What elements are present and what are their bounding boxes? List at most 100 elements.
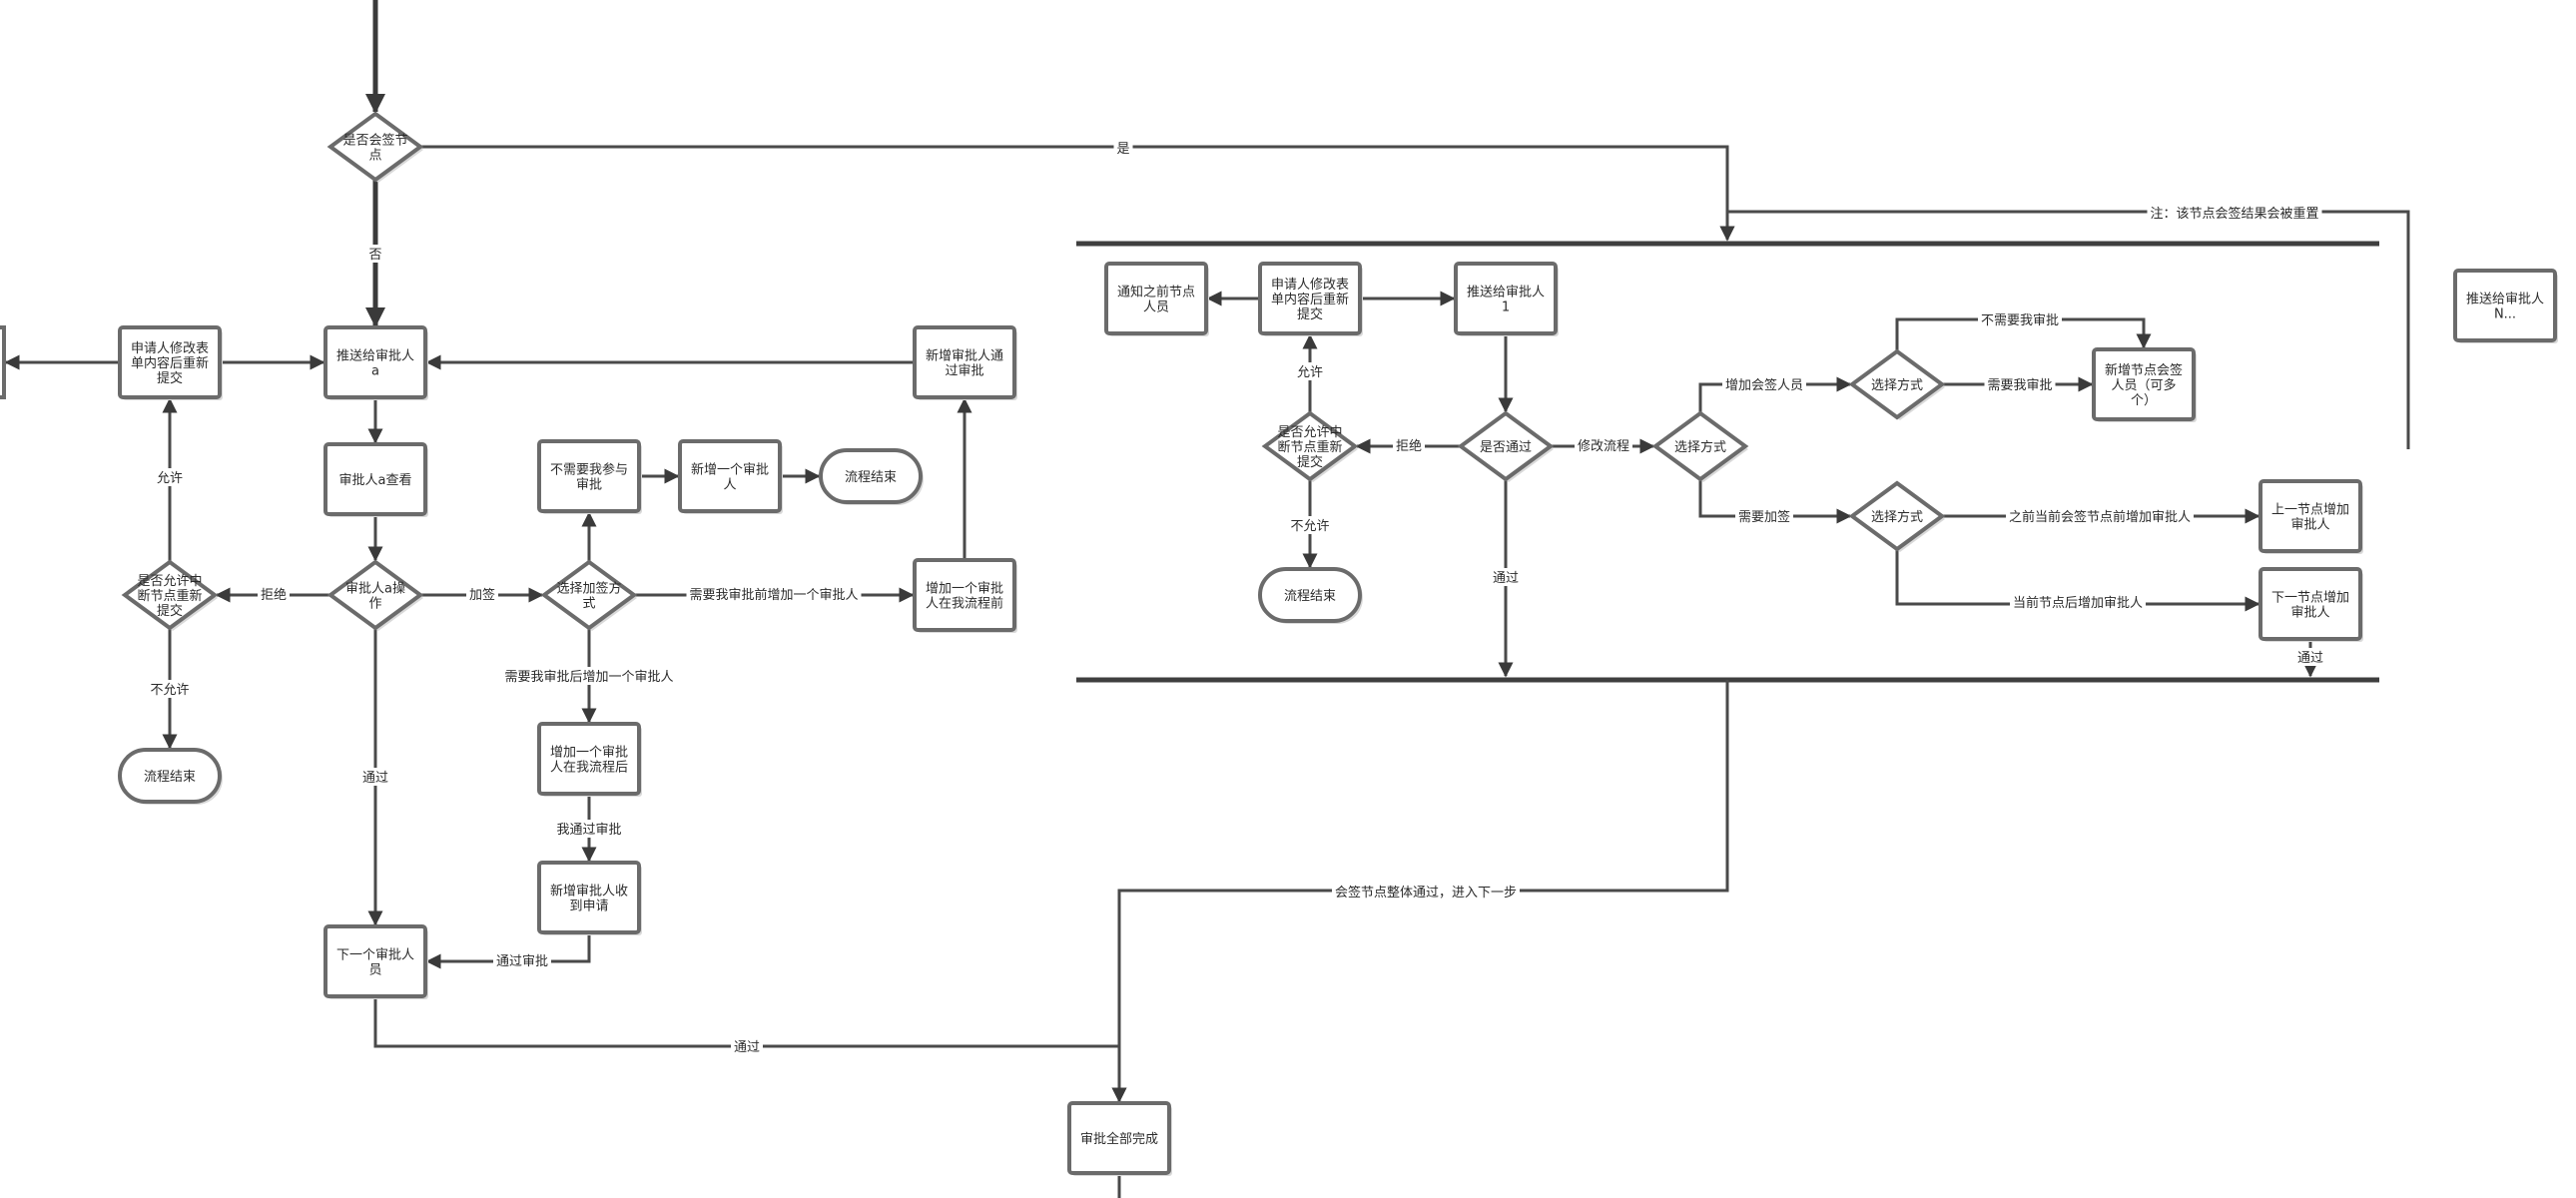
node-text-line: 审批全部完成 bbox=[1080, 1131, 1158, 1147]
edge-note bbox=[1719, 210, 2410, 449]
terminal-pill bbox=[118, 748, 222, 804]
node-text-line: 新增一个审批 bbox=[691, 462, 769, 478]
edge-label-allow-l: 允许 bbox=[154, 468, 186, 486]
node-text-line: 流程结束 bbox=[1284, 589, 1336, 604]
node-text-line: N... bbox=[2494, 307, 2516, 322]
node-text-line: 是否允许中 bbox=[137, 573, 202, 589]
node-text-line: 过审批 bbox=[945, 364, 983, 379]
node-text-line: 下一节点增加 bbox=[2271, 591, 2349, 606]
node-n-pn[interactable]: 推送给审批人N... bbox=[2453, 269, 2558, 343]
node-text-line: 个） bbox=[2131, 393, 2157, 408]
edge-label-need-me: 需要我审批 bbox=[1984, 375, 2056, 393]
node-text-line: 审批 bbox=[576, 478, 602, 493]
node-text-line: 增加一个审批 bbox=[926, 582, 1003, 597]
edge-label-pass-next: 通过 bbox=[2294, 648, 2326, 666]
edge-label-text: 通过 bbox=[1493, 571, 1519, 586]
node-text-line: 人在我流程后 bbox=[550, 761, 628, 776]
edge-label-text: 加签 bbox=[469, 587, 495, 603]
node-n-end-l[interactable]: 流程结束 bbox=[118, 748, 223, 805]
process-box bbox=[913, 558, 1016, 632]
node-text-line: 式 bbox=[582, 597, 595, 612]
edge-hq-yes bbox=[419, 145, 1735, 242]
edge-label-jq: 加签 bbox=[466, 585, 498, 603]
edge-label-add-hq: 增加会签人员 bbox=[1722, 375, 1806, 393]
process-box bbox=[323, 325, 427, 399]
node-text-line: 选择方式 bbox=[1871, 377, 1923, 393]
edge-label-text: 不需要我审批 bbox=[1981, 313, 2059, 328]
edge-label-text: 会签节点整体通过，进入下一步 bbox=[1335, 885, 1517, 900]
edge-label-need-before: 需要我审批前增加一个审批人 bbox=[686, 585, 862, 603]
decision-diamond bbox=[1457, 410, 1555, 482]
node-n-end-r[interactable]: 流程结束 bbox=[1258, 567, 1363, 624]
node-n-end-m[interactable]: 流程结束 bbox=[819, 448, 924, 505]
node-text-line: 审批人 bbox=[2290, 606, 2329, 621]
node-text-line: 不需要我参与 bbox=[550, 462, 628, 478]
edge-label-text: 通过 bbox=[2297, 651, 2323, 666]
edge-label-notallow-l: 不允许 bbox=[147, 680, 193, 698]
edge-label-text: 注：该节点会签结果会被重置 bbox=[2150, 206, 2318, 222]
edge-label-need-after: 需要我审批后增加一个审批人 bbox=[501, 667, 677, 685]
node-text-line: 流程结束 bbox=[144, 770, 196, 785]
node-text-line: 是否允许中 bbox=[1277, 424, 1342, 440]
node-n-sel1[interactable]: 选择方式 bbox=[1651, 410, 1749, 482]
node-n-sel2[interactable]: 选择方式 bbox=[1848, 348, 1946, 420]
edge-label-pass-appr: 通过审批 bbox=[493, 951, 551, 969]
node-text-line: 新增审批人收 bbox=[550, 884, 628, 899]
edge-label-pass-r: 通过 bbox=[1490, 568, 1522, 586]
edge-label-notallow-r: 不允许 bbox=[1287, 516, 1333, 534]
node-text-line: 人 bbox=[723, 478, 736, 493]
edge-recv-next bbox=[425, 932, 591, 969]
edge-labels-layer: 是否注：该节点会签结果会被重置允许拒绝不允许加签通过需要我审批前增加一个审批人需… bbox=[147, 139, 2326, 1055]
node-text-line: 断节点重新 bbox=[1277, 439, 1342, 455]
node-text-line: 申请人修改表 bbox=[1271, 278, 1349, 293]
edge-label-text: 拒绝 bbox=[261, 587, 287, 603]
node-text-line: 员 bbox=[368, 963, 381, 978]
node-text-line: 推送给审批人 bbox=[2466, 293, 2544, 307]
edge-label-text: 当前节点后增加审批人 bbox=[2013, 595, 2143, 611]
edge-label-before-cur: 之前当前会签节点前增加审批人 bbox=[2006, 507, 2194, 525]
node-text-line: 点 bbox=[368, 149, 381, 164]
process-box bbox=[118, 325, 222, 399]
decision-diamond bbox=[1848, 348, 1946, 420]
edge-label-i-pass: 我通过审批 bbox=[553, 820, 625, 838]
node-n-done[interactable]: 审批全部完成 bbox=[1067, 1101, 1172, 1176]
process-box bbox=[913, 325, 1016, 399]
node-text-line: 人员（可多 bbox=[2111, 377, 2176, 393]
node-n-sel3[interactable]: 选择方式 bbox=[1848, 480, 1946, 552]
clipped-node-left bbox=[0, 325, 6, 399]
edge-label-need-jq: 需要加签 bbox=[1735, 507, 1793, 525]
process-box bbox=[1454, 262, 1558, 335]
process-box bbox=[2258, 479, 2362, 553]
edge-label-text: 不允许 bbox=[1290, 518, 1329, 534]
edge-label-text: 我通过审批 bbox=[556, 823, 621, 838]
edge-label-text: 通过 bbox=[734, 1040, 760, 1055]
node-n-pass[interactable]: 是否通过 bbox=[1457, 410, 1555, 482]
node-text-line: 选择加签方 bbox=[556, 581, 621, 597]
node-text-line: 流程结束 bbox=[845, 470, 897, 485]
terminal-pill bbox=[1258, 567, 1362, 623]
edge-sel1-down bbox=[1698, 479, 1852, 524]
edge-label-reject-r: 拒绝 bbox=[1393, 436, 1425, 454]
node-n-view[interactable]: 审批人a查看 bbox=[323, 442, 428, 517]
